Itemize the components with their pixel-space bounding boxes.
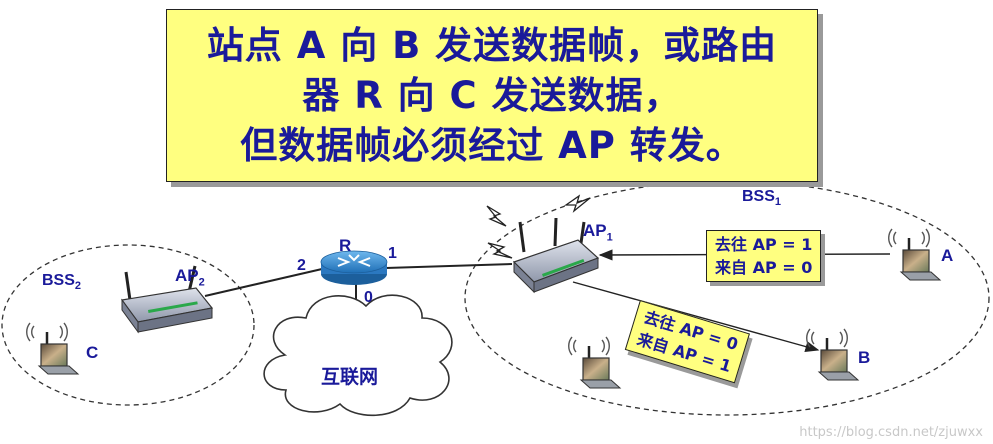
frame-to-ap-field: 去往 AP = 1: [715, 235, 813, 254]
frame-from-ap-field: 来自 AP = 0: [715, 258, 813, 277]
laptop-a-icon: [888, 228, 942, 281]
ap2-label: AP2: [175, 266, 205, 289]
link-ap2-router: [204, 268, 323, 297]
wireless-signal-icon: [487, 242, 513, 259]
title-line-3: 但数据帧必须经过 AP 转发。: [240, 123, 744, 167]
bss2-boundary: [1, 244, 255, 406]
station-b-label: B: [858, 348, 871, 367]
bss2-label: BSS2: [42, 272, 82, 293]
bss1-label: BSS1: [742, 188, 782, 209]
station-a-label: A: [941, 246, 954, 265]
laptop-c-icon: [26, 322, 80, 375]
ap1-device-icon: [512, 217, 600, 294]
title-callout: 站点 A 向 B 发送数据帧，或路由 器 R 向 C 发送数据， 但数据帧必须经…: [166, 9, 818, 182]
internet-label: 互联网: [321, 366, 379, 388]
laptop-icon: [568, 336, 622, 389]
port-2-label: 2: [297, 257, 306, 274]
router-icon: [320, 250, 388, 285]
port-1-label: 1: [388, 245, 397, 262]
frame-header-a-to-ap1: 去往 AP = 1 来自 AP = 0: [706, 230, 822, 282]
wireless-signal-icon: [486, 205, 507, 227]
internet-cloud: [263, 294, 453, 417]
station-c-label: C: [86, 343, 99, 362]
laptop-b-icon: [806, 328, 860, 381]
wireless-signal-icon: [563, 194, 591, 213]
watermark: https://blog.csdn.net/zjuwxx: [799, 425, 983, 440]
link-router-ap1: [385, 263, 513, 269]
ap1-label: AP1: [583, 221, 613, 244]
ap2-device-icon: [120, 265, 214, 334]
router-label: R: [339, 236, 352, 255]
title-line-1: 站点 A 向 B 发送数据帧，或路由: [206, 23, 778, 67]
title-line-2: 器 R 向 C 发送数据，: [302, 73, 682, 117]
bss1-boundary: [464, 180, 990, 416]
port-0-label: 0: [364, 289, 373, 306]
